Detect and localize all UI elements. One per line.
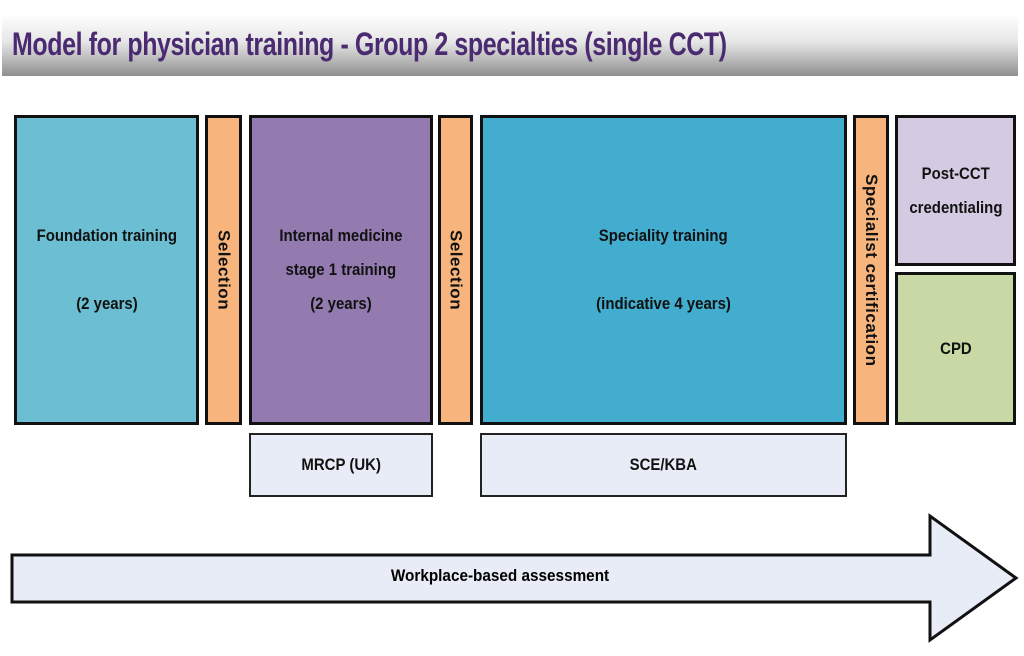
mrcp-label: MRCP (UK) [301, 455, 381, 474]
credentialing-label: credentialing [908, 197, 1003, 217]
selection-label-1: Selection [214, 229, 234, 311]
cpd-box: CPD [895, 272, 1016, 425]
specialist-certification-box: Specialist certification [853, 115, 889, 425]
foundation-duration: (2 years) [75, 294, 138, 313]
cpd-label: CPD [939, 338, 972, 358]
selection-label-2: Selection [446, 229, 466, 311]
arrow-label: Workplace-based assessment [390, 566, 610, 585]
sce-kba-box: SCE/KBA [480, 433, 847, 497]
speciality-label: Speciality training [599, 226, 728, 245]
internal-medicine-box: Internal medicine stage 1 training (2 ye… [249, 115, 433, 425]
speciality-duration: (indicative 4 years) [596, 294, 731, 313]
internal-medicine-stage: stage 1 training [285, 260, 397, 279]
foundation-label: Foundation training [36, 226, 177, 245]
mrcp-box: MRCP (UK) [249, 433, 433, 497]
foundation-training-box: Foundation training (2 years) [14, 115, 199, 425]
post-cct-box: Post-CCT credentialing [895, 115, 1016, 266]
page-title: Model for physician training - Group 2 s… [12, 26, 727, 62]
selection-box-2: Selection [438, 115, 473, 425]
internal-medicine-label: Internal medicine [279, 226, 403, 245]
selection-box-1: Selection [205, 115, 242, 425]
sce-kba-label: SCE/KBA [629, 455, 698, 474]
title-bar: Model for physician training - Group 2 s… [2, 14, 1018, 76]
specialist-certification-label: Specialist certification [862, 173, 881, 367]
speciality-training-box: Speciality training (indicative 4 years) [480, 115, 847, 425]
post-cct-label: Post-CCT [921, 163, 990, 183]
internal-medicine-duration: (2 years) [310, 294, 372, 313]
